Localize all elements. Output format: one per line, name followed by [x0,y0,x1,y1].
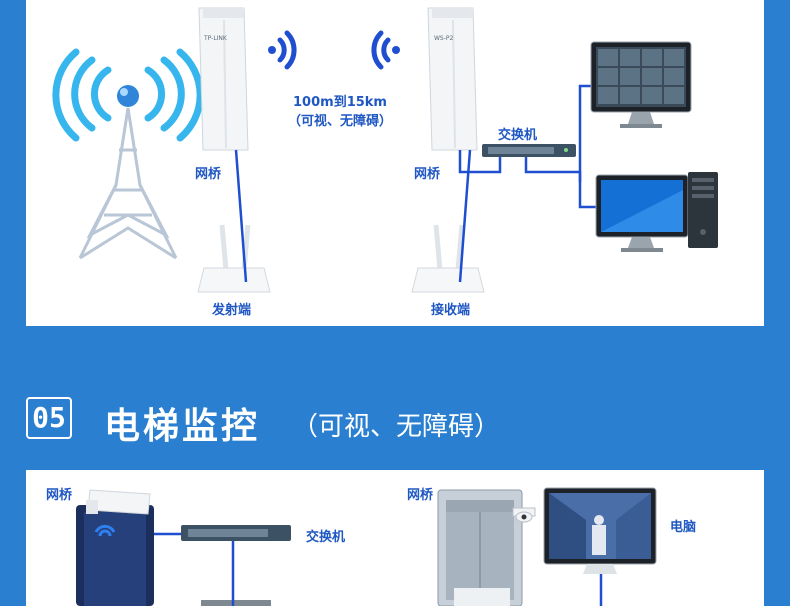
bridge-left-brand: TP-LINK [204,35,227,42]
bridge-device-elevator-left [86,489,151,515]
router-device-right [411,224,485,293]
bridge-right-brand: WS-P2 [434,35,454,42]
computer-label: 电脑 [670,520,697,535]
monitor-elevator-feed [543,487,657,574]
bridge-right-label: 网桥 [414,167,441,182]
wifi-signal-icon-receive [371,30,400,70]
receiver-label: 接收端 [431,303,471,318]
elevator-bridge-right-label: 网桥 [407,488,434,503]
desktop-computer-device [595,172,718,252]
switch-label-top: 交换机 [498,128,538,143]
bridge-device-right [427,7,478,151]
network-cables [234,84,598,283]
elevator-car-left [76,505,154,606]
monitor-surveillance-display [590,41,692,128]
distance-condition: （可视、无障碍） [287,114,392,129]
wireless-bridge-illustration [52,7,718,293]
transmitter-label: 发射端 [212,303,252,318]
network-switch-device-top [482,144,576,157]
distance-range: 100m到15km [293,95,387,110]
elevator-cables [154,532,603,606]
wifi-signal-icon-transmit [268,30,297,70]
bridge-left-label: 网桥 [195,167,222,182]
elevator-car-right [437,489,523,606]
section-title: 电梯监控 [104,406,261,447]
section-subtitle: （可视、无障碍） [292,412,501,442]
wireless-bridge-diagram-panel: TP-LINK WS-P2 100m到15km （可视、无障碍） 网桥 网桥 交… [26,0,764,326]
network-switch-device-bottom-lower [201,600,271,606]
radio-tower-icon [52,48,204,260]
elevator-monitoring-illustration [76,487,657,606]
network-switch-device-bottom [181,525,291,541]
elevator-switch-label: 交换机 [306,530,346,545]
distance-caption: 100m到15km （可视、无障碍） [270,93,410,131]
bridge-device-left [198,7,249,151]
dome-camera-icon [512,507,536,523]
elevator-monitoring-diagram-panel: 网桥 交换机 网桥 电脑 [26,470,764,606]
elevator-bridge-left-label: 网桥 [46,488,73,503]
router-device-left [197,224,271,293]
section-number-badge: 05 [26,397,72,439]
